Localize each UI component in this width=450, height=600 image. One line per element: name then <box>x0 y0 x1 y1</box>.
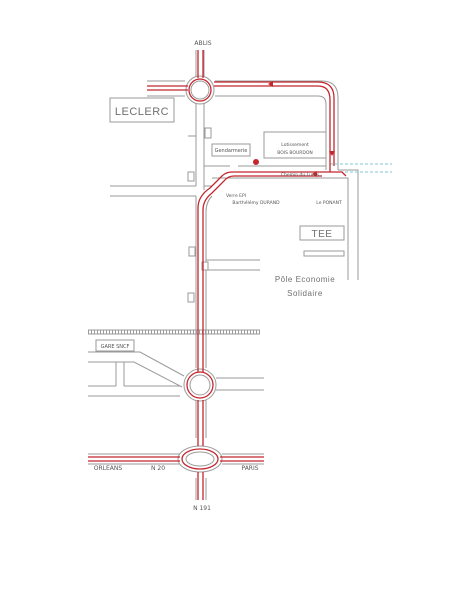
building-outline <box>303 250 345 257</box>
road-marker-icon <box>204 127 212 139</box>
label-barthelemy-durand: Barthélémy DURAND <box>232 199 280 206</box>
gendarmerie-box <box>211 143 251 157</box>
label-chemin-du-lurris: Chemin du Lurris <box>281 172 320 178</box>
road-marker-icon <box>187 171 195 182</box>
label-leclerc: LECLERC <box>115 106 169 118</box>
label-le-ponant: Le PONANT <box>316 200 342 206</box>
label-lotissement: Lotissement <box>281 142 309 148</box>
road-marker-icon <box>201 261 209 271</box>
label-gendarmerie: Gendarmerie <box>215 148 248 154</box>
lotissement-box <box>263 131 327 159</box>
label-pole-economie: Pôle Economie <box>275 275 335 284</box>
route-path <box>88 50 347 500</box>
direction-arrow-icon <box>329 151 335 156</box>
direction-arrows <box>268 81 335 177</box>
road-marker-icon <box>188 246 196 257</box>
label-n20: N 20 <box>151 465 165 472</box>
label-paris: PARIS <box>241 465 258 472</box>
label-solidaire: Solidaire <box>287 289 323 298</box>
label-bois-bourdon: BOIS BOURDON <box>277 150 313 156</box>
gare-box <box>95 339 135 352</box>
destination-marker-icon <box>253 159 259 165</box>
leclerc-box <box>109 97 175 123</box>
label-n191: N 191 <box>193 505 211 512</box>
road-network <box>88 50 392 500</box>
label-tee: TEE <box>312 229 333 240</box>
label-gare-sncf: GARE SNCF <box>101 344 130 350</box>
roundabouts <box>177 75 223 473</box>
road-marker-icon <box>187 292 195 303</box>
tee-box <box>299 225 345 241</box>
label-orleans: ORLEANS <box>94 465 123 472</box>
direction-arrow-icon <box>268 81 273 87</box>
label-verre-epi: Verre EPI <box>226 193 246 199</box>
direction-arrow-icon <box>312 171 317 177</box>
label-ablis: ABLIS <box>194 40 211 47</box>
